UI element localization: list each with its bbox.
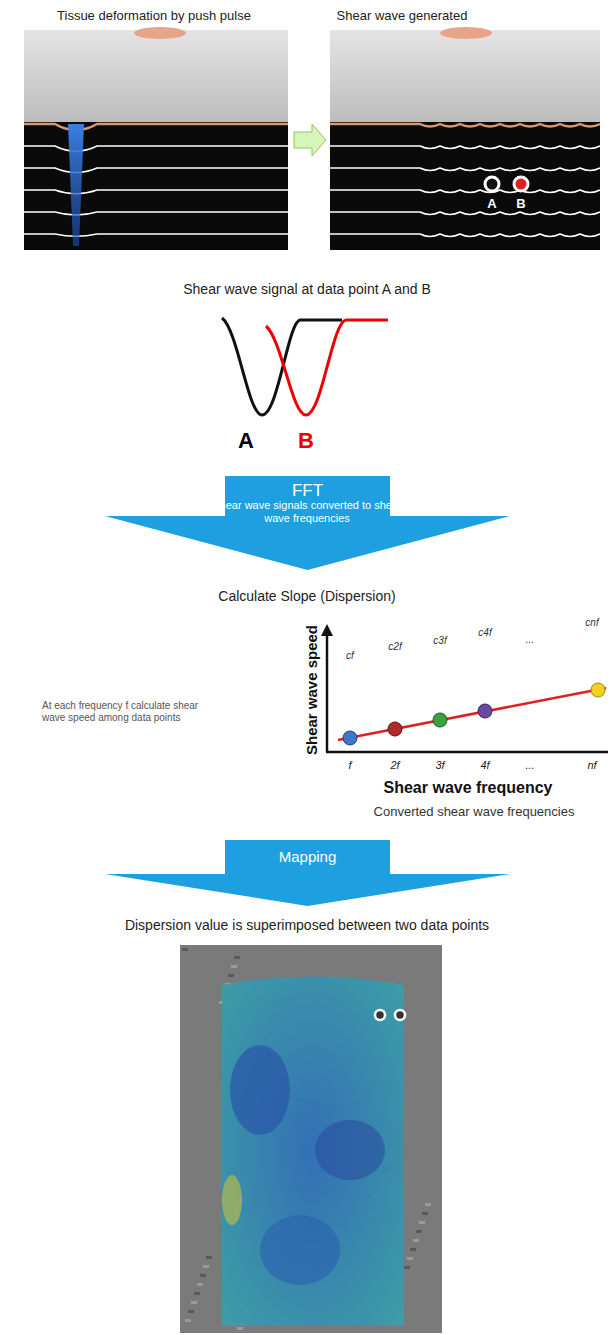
data-point-b [514, 177, 528, 191]
tissue-line [330, 234, 600, 237]
tick-label: ... [512, 759, 548, 772]
speckle [413, 1239, 419, 1242]
point-label: c3f [420, 635, 460, 647]
speckle [407, 1257, 413, 1260]
step-title: Calculate Slope (Dispersion) [97, 588, 517, 605]
process-arrow: FFTShear wave signals converted to shear… [105, 476, 510, 570]
ultrasound-image [180, 945, 442, 1333]
tick-label: 3f [422, 759, 458, 772]
push-pulse [68, 124, 84, 246]
axis-title: Shear wave frequency [333, 778, 603, 797]
speckle [419, 1221, 425, 1224]
axis-head [321, 624, 333, 636]
dispersion-map [222, 977, 404, 1327]
axis-title: Shear wave speed [303, 625, 321, 755]
tissue-line [330, 124, 600, 127]
speckle [197, 1283, 203, 1286]
tissue-line [330, 212, 600, 215]
tissue-line [330, 190, 600, 193]
speckle [416, 1230, 422, 1233]
probe-tip [134, 27, 186, 39]
axis-note: Converted shear wave frequencies [336, 804, 612, 820]
speckle [410, 1248, 416, 1251]
step-description: Shear wave signals converted to shear wa… [212, 499, 402, 525]
probe [330, 30, 600, 122]
point-label: c4f [465, 627, 505, 639]
speckle [206, 1256, 212, 1259]
tissue-line [24, 146, 288, 151]
panel-caption: Tissue deformation by push pulse [14, 8, 294, 24]
map-blob [222, 1175, 242, 1225]
arrow-fill [105, 476, 510, 570]
step-name: FFT [105, 481, 510, 501]
tissue-line [24, 212, 288, 215]
signal-label: A [229, 428, 263, 454]
point-label: ... [510, 634, 550, 646]
probe-tip [440, 27, 492, 39]
point-label: c2f [375, 641, 415, 653]
map-blob [260, 1215, 340, 1285]
speckle [425, 1203, 431, 1206]
point-label: A [482, 196, 502, 212]
tick-label: 2f [377, 759, 413, 772]
signal-label: B [289, 428, 323, 454]
tick-label: f [332, 759, 368, 772]
step-arrow [294, 124, 326, 156]
speckle [237, 1327, 243, 1330]
speckle [231, 965, 237, 968]
map-blob [315, 1120, 385, 1180]
process-arrow: Mapping [105, 840, 510, 906]
step-name: Mapping [105, 848, 510, 866]
data-point-a [485, 177, 499, 191]
panel-bg [330, 30, 600, 250]
step-title: Shear wave signal at data point A and B [97, 281, 517, 298]
tissue-line [330, 168, 600, 171]
speckle [203, 1265, 209, 1268]
speckle [404, 1266, 410, 1269]
speckle [200, 1274, 206, 1277]
tissue-line [330, 146, 600, 149]
chart-point [591, 683, 605, 697]
chart-point [388, 722, 402, 736]
chart-point [433, 713, 447, 727]
panel-caption: Shear wave generated [302, 8, 502, 24]
slope-line [338, 688, 606, 740]
chart-point [478, 704, 492, 718]
speckle [194, 1292, 200, 1295]
y-axis [326, 632, 329, 752]
tissue-line [24, 124, 288, 130]
signal-b [266, 320, 388, 415]
map-blob [230, 1045, 290, 1135]
tissue-line [24, 168, 288, 173]
x-axis [326, 751, 608, 754]
panel-bg [24, 30, 288, 250]
speckle [188, 1310, 194, 1313]
tissue-line [24, 190, 288, 194]
tick-label: 4f [467, 759, 503, 772]
map-point [375, 1010, 385, 1020]
speckle [182, 948, 188, 951]
probe [24, 30, 288, 122]
chart-point [343, 731, 357, 745]
signal-a [222, 318, 342, 415]
point-label: cf [330, 650, 370, 662]
point-label: B [511, 196, 531, 212]
tick-label: nf [574, 759, 610, 772]
speckle [234, 956, 240, 959]
arrow-fill [105, 840, 510, 906]
speckle [422, 1212, 428, 1215]
speckle [228, 974, 234, 977]
speckle [185, 1319, 191, 1322]
side-note: At each frequency f calculate shear wave… [42, 700, 202, 724]
point-label: cnf [572, 617, 612, 629]
map-point [395, 1010, 405, 1020]
step-title: Dispersion value is superimposed between… [47, 917, 567, 934]
speckle [191, 1301, 197, 1304]
tissue-line [24, 234, 288, 236]
